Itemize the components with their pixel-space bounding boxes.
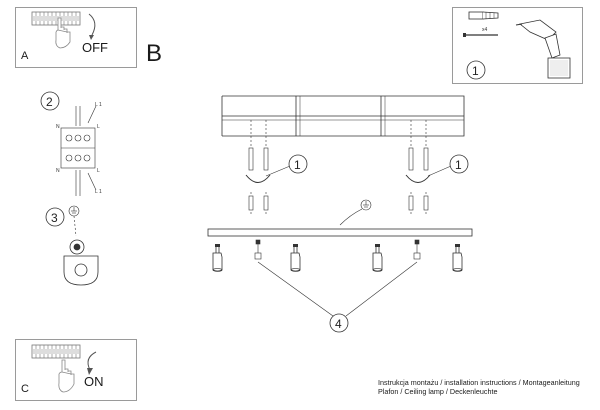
- arrow-icon: [87, 351, 97, 375]
- step-1-number-left: 1: [294, 158, 301, 172]
- wiring-label-l1-bottom: L 1: [95, 189, 102, 195]
- wiring-label-l1-top: L 1: [95, 102, 102, 108]
- screw-and-dowel-icon: [463, 11, 499, 37]
- drill-icon: [515, 19, 571, 79]
- step-1-number-right: 1: [455, 158, 462, 172]
- panel-c-action: ON: [84, 374, 104, 389]
- ground-icon: [339, 199, 372, 226]
- arrow-icon: [88, 13, 96, 40]
- lamp-bar: [207, 228, 473, 237]
- step-3-badge: [45, 207, 65, 227]
- wiring-label-n-bottom: N: [56, 168, 60, 174]
- footer-line-2: Plafon / Ceiling lamp / Deckenleuchte: [378, 387, 498, 396]
- spotlight-icon: [452, 243, 463, 272]
- right-mounting-screws: [405, 120, 431, 214]
- fuse-box-icon: [31, 11, 81, 26]
- section-b-letter: B: [146, 40, 163, 67]
- step-1-callout-right: [427, 154, 469, 177]
- step-4-callout: [257, 261, 418, 333]
- wiring-label-l-bottom: L: [97, 168, 100, 174]
- step-4-number: 4: [335, 317, 342, 331]
- bar-connector: [254, 239, 421, 260]
- step-3-number: 3: [51, 211, 58, 225]
- footer-line-1: Instrukcja montażu / installation instru…: [378, 378, 580, 387]
- panel-a-letter: A: [21, 50, 29, 62]
- panel-c-letter: C: [21, 383, 29, 395]
- panel-a-action: OFF: [82, 40, 108, 55]
- wiring-label-l-top: L: [97, 124, 100, 130]
- spotlight-icon: [290, 243, 301, 272]
- fuse-box-icon: [31, 344, 81, 359]
- terminal-block-icon: [60, 105, 97, 196]
- left-mounting-screws: [245, 120, 271, 214]
- wiring-label-n-top: N: [56, 124, 60, 130]
- ground-clamp-icon: [63, 239, 99, 286]
- ceiling-icon: [221, 95, 465, 137]
- step-2-number: 2: [46, 95, 53, 109]
- step-1-number: 1: [472, 64, 479, 78]
- hand-icon: [58, 359, 75, 393]
- step-2-badge: [40, 91, 60, 111]
- spotlight-icon: [212, 243, 223, 272]
- hand-icon: [55, 17, 71, 49]
- kit-quantity: x4: [482, 27, 488, 33]
- step-1-callout-left: [265, 154, 308, 177]
- step-1-badge: [466, 60, 486, 80]
- ground-icon: [68, 205, 80, 237]
- spotlight-icon: [372, 243, 383, 272]
